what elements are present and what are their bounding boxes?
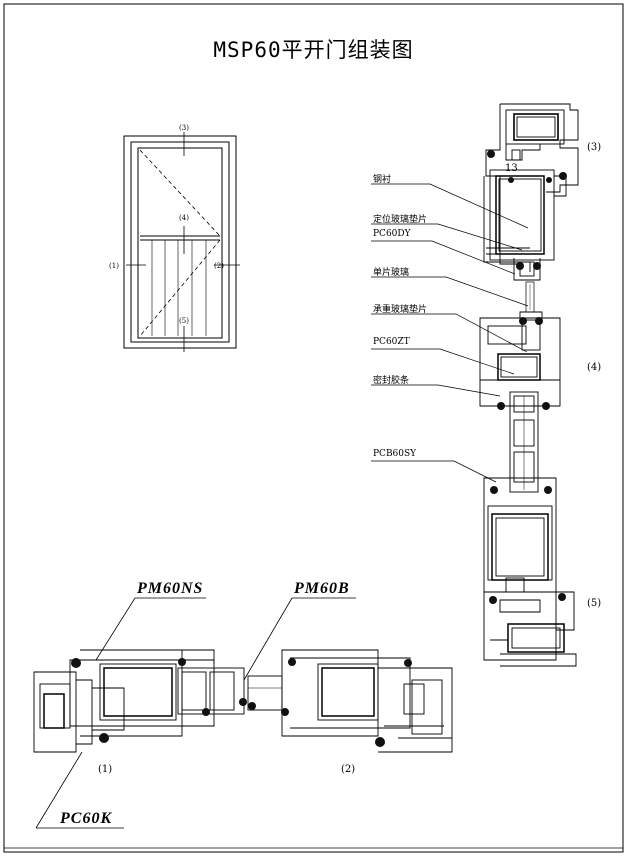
- elev-label-4: (4): [179, 214, 189, 222]
- section-number-4: (4): [587, 362, 602, 373]
- plan-number-2: (2): [341, 764, 356, 775]
- plan-leaders: [35, 597, 356, 829]
- profile-pm60ns: PM60NS: [137, 580, 204, 597]
- elev-label-5: (5): [179, 317, 189, 325]
- callout-steel-lining: 钢衬: [373, 175, 392, 185]
- dimension-13: 13: [505, 163, 518, 174]
- callout-positioning-pad: 定位玻璃垫片: [373, 215, 428, 225]
- elev-label-2: (2): [214, 262, 224, 270]
- callout-single-glass: 单片玻璃: [373, 268, 410, 278]
- drawing-border: [3, 3, 624, 853]
- callout-sealing-strip: 密封胶条: [373, 376, 410, 386]
- callout-bearing-pad: 承重玻璃垫片: [373, 305, 428, 315]
- section-number-3: (3): [587, 142, 602, 153]
- door-elevation: [123, 132, 240, 352]
- drawing-title: MSP60平开门组装图: [213, 38, 414, 62]
- section-gaskets: [487, 150, 567, 604]
- section-number-5: (5): [587, 598, 602, 609]
- plan-number-1: (1): [98, 764, 113, 775]
- elev-label-3: (3): [179, 124, 189, 132]
- plan-section: [33, 649, 453, 753]
- plan-gaskets: [71, 658, 412, 747]
- callout-leaders: [371, 183, 529, 483]
- vertical-section: [479, 103, 579, 667]
- profile-pc60k: PC60K: [60, 810, 113, 827]
- elev-label-1: (1): [109, 262, 119, 270]
- callout-pc60zt: PC60ZT: [373, 337, 410, 347]
- elevation-labels: (3) (4) (5) (1) (2): [109, 124, 224, 325]
- profile-pm60b: PM60B: [294, 580, 350, 597]
- callout-pcb60sy: PCB60SY: [373, 449, 417, 459]
- callout-pc60dy: PC60DY: [373, 229, 411, 239]
